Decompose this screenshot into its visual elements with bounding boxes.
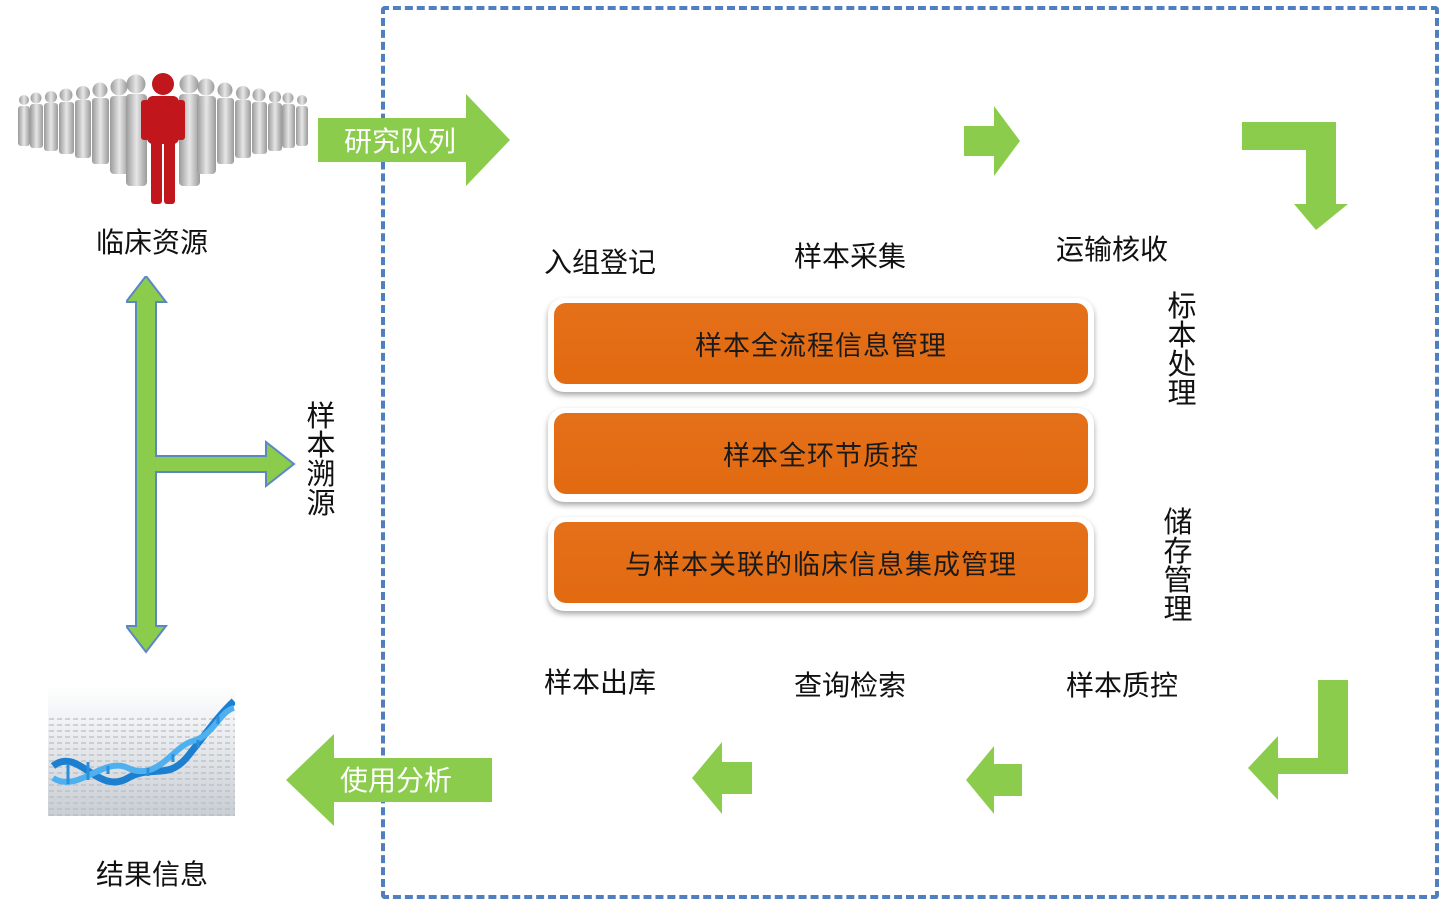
step-search: 查询检索 xyxy=(794,669,907,702)
arrow-corner-bottom-right xyxy=(1248,680,1348,800)
clinical-resource-label: 临床资源 xyxy=(96,226,209,259)
core-box-clinical-integration: 与样本关联的临床信息集成管理 xyxy=(548,517,1094,611)
sample-trace-label: 样本溯源 xyxy=(306,399,336,520)
core-box-full-process: 样本全流程信息管理 xyxy=(548,298,1094,392)
cohort-arrow xyxy=(318,94,510,186)
step-qc: 样本质控 xyxy=(1066,669,1179,702)
core-box-label: 样本全流程信息管理 xyxy=(554,303,1088,384)
arrow-search-to-outbound xyxy=(692,742,752,814)
result-info-label: 结果信息 xyxy=(96,858,209,891)
cohort-arrow-label: 研究队列 xyxy=(344,125,457,158)
analysis-arrow xyxy=(286,734,492,826)
core-box-label: 与样本关联的临床信息集成管理 xyxy=(554,522,1088,603)
arrow-corner-top-right xyxy=(1242,122,1348,230)
arrow-qc-to-search xyxy=(966,746,1022,814)
step-process: 标本处理 xyxy=(1167,289,1197,410)
step-enroll: 入组登记 xyxy=(544,246,657,279)
dna-helix-icon xyxy=(48,686,235,816)
arrow-collect-to-transport xyxy=(964,106,1020,176)
traceability-arrow xyxy=(126,276,296,654)
step-outbound: 样本出库 xyxy=(544,666,657,699)
step-collect: 样本采集 xyxy=(794,240,907,273)
core-box-label: 样本全环节质控 xyxy=(554,413,1088,494)
analysis-arrow-label: 使用分析 xyxy=(340,764,453,797)
process-frame xyxy=(381,6,1439,899)
step-storage: 储存管理 xyxy=(1163,505,1193,626)
step-transport: 运输核收 xyxy=(1056,233,1169,266)
people-crowd-icon xyxy=(18,73,308,204)
core-box-quality-control: 样本全环节质控 xyxy=(548,408,1094,502)
